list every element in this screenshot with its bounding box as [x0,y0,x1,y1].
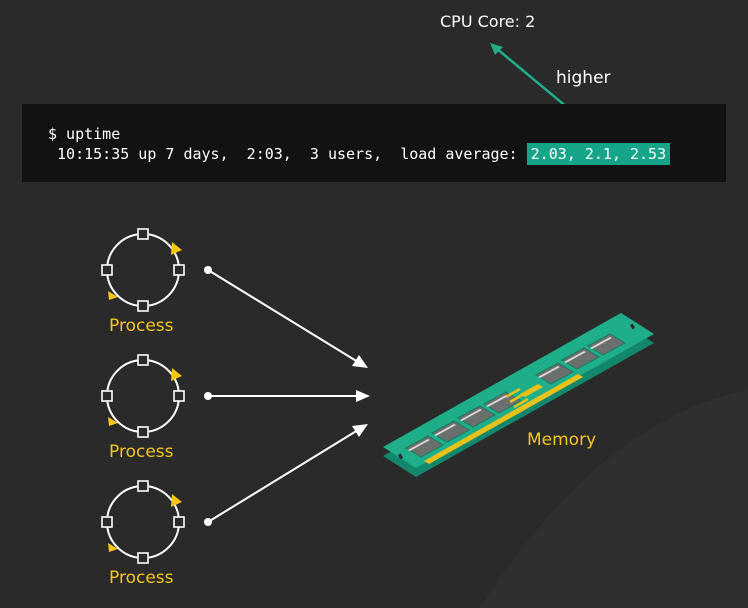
process-to-memory-arrow [204,390,370,402]
cpu-core-value: 2 [525,12,536,31]
load-average-highlight: 2.03, 2.1, 2.53 [526,143,671,165]
terminal-prompt: $ uptime [48,125,121,143]
process-to-memory-arrow [204,424,368,526]
process-label: Process [109,568,174,588]
process-label: Process [109,316,174,336]
background-shape [480,390,748,608]
process-to-memory-arrow [204,266,368,368]
memory-label: Memory [527,430,597,450]
process-label: Process [109,442,174,462]
terminal-window: $ uptime 10:15:35 up 7 days, 2:03, 3 use… [22,104,726,182]
cpu-core-text: CPU Core: [440,12,521,31]
higher-label: higher [556,68,611,88]
uptime-output: 10:15:35 up 7 days, 2:03, 3 users, load … [48,145,527,163]
memory-module-icon [383,313,654,477]
cpu-core-label: CPU Core: 2 [440,12,535,31]
process-cycle-icon [101,480,185,564]
process-cycle-icon [101,228,185,312]
process-cycle-icon [101,354,185,438]
